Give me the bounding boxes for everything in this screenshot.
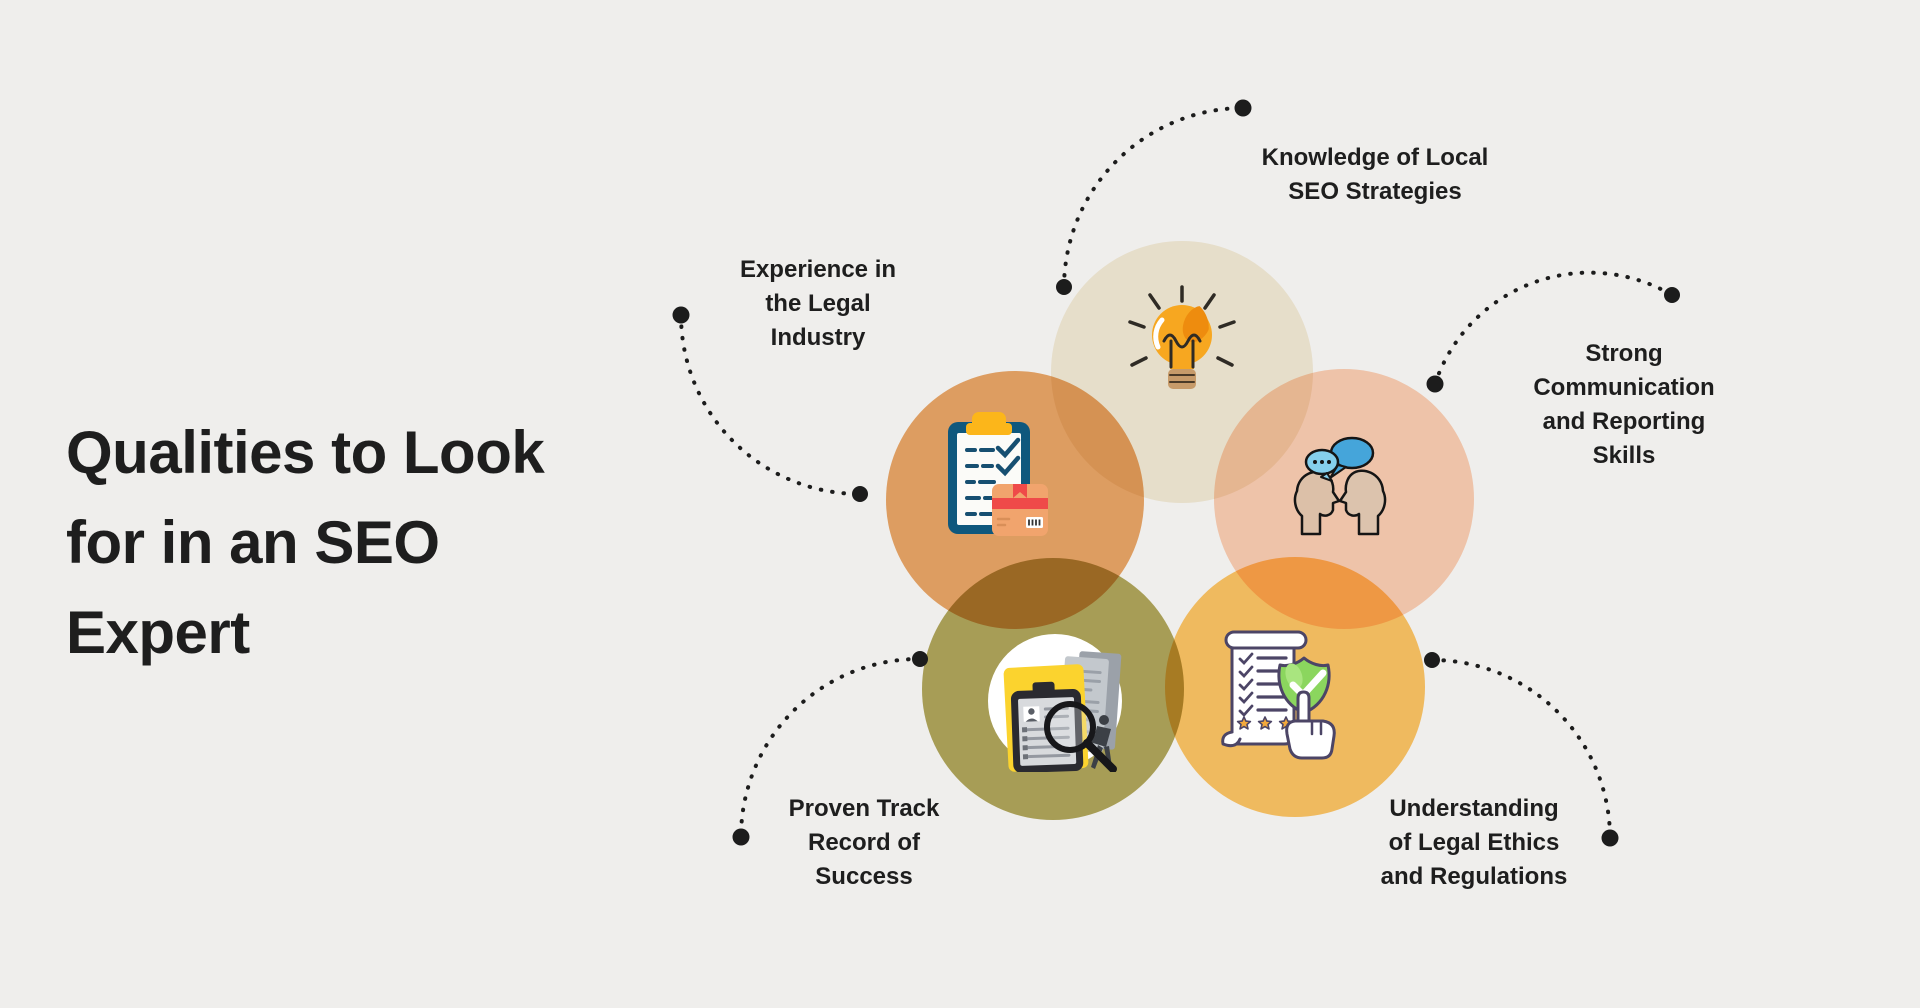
shield-checklist-icon	[1221, 630, 1336, 760]
label-line: SEO Strategies	[1288, 178, 1462, 205]
magnifier-documents-icon	[988, 634, 1122, 772]
chat-heads-icon	[1293, 436, 1387, 536]
label-line: Skills	[1592, 442, 1656, 469]
title-line: Expert	[66, 599, 250, 667]
connector-track-record	[732, 651, 928, 846]
label-line: Record of	[807, 829, 920, 856]
clipboard-checklist-icon	[948, 412, 1048, 536]
label-line: Understanding	[1389, 795, 1559, 822]
connector-communication	[1426, 270, 1680, 393]
label-line: of Legal Ethics	[1388, 829, 1560, 856]
title-line: for in an SEO	[66, 509, 440, 577]
label-line: Knowledge of Local	[1261, 144, 1489, 171]
label-line: the Legal	[765, 290, 871, 317]
label-track-record: Proven Track Record of Success	[724, 792, 1004, 894]
label-line: Strong	[1585, 340, 1663, 367]
label-legal-ethics: Understanding of Legal Ethics and Regula…	[1301, 792, 1647, 894]
label-line: Success	[815, 863, 913, 890]
label-line: Experience in	[739, 256, 897, 283]
connector-experience-legal	[672, 306, 868, 502]
label-line: and Reporting	[1542, 408, 1706, 435]
label-line: Proven Track	[788, 795, 940, 822]
lightbulb-icon	[1128, 285, 1236, 389]
label-experience-legal: Experience in the Legal Industry	[678, 253, 958, 355]
label-line: Industry	[770, 324, 866, 351]
label-knowledge-local-seo: Knowledge of Local SEO Strategies	[1205, 141, 1545, 209]
connector-legal-ethics	[1424, 652, 1619, 847]
page-title: Qualities to Look for in an SEO Expert	[66, 408, 545, 678]
title-line: Qualities to Look	[66, 419, 545, 487]
label-line: Communication	[1533, 374, 1715, 401]
connector-knowledge-local-seo	[1056, 99, 1252, 295]
label-communication: Strong Communication and Reporting Skill…	[1464, 337, 1784, 473]
label-line: and Regulations	[1380, 863, 1568, 890]
